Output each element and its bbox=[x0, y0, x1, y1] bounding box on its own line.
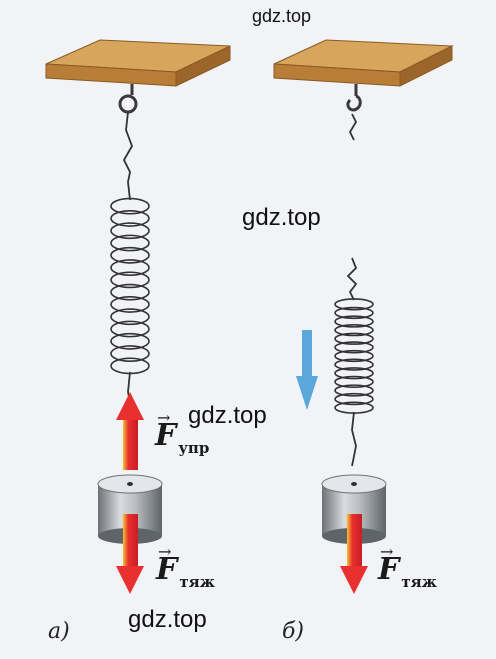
wire-top-b bbox=[348, 113, 358, 141]
hook-b bbox=[346, 84, 362, 112]
wire-top-a bbox=[122, 111, 133, 201]
force-symbol: F bbox=[378, 552, 400, 587]
spring-coil bbox=[334, 332, 374, 345]
spring-coil bbox=[334, 315, 374, 328]
board-a bbox=[45, 39, 231, 87]
spring-coil bbox=[110, 246, 150, 264]
spring-coil bbox=[334, 358, 374, 371]
spring-coil bbox=[334, 384, 374, 397]
spring-coil bbox=[334, 349, 374, 363]
spring-coil bbox=[110, 296, 150, 313]
force-up-arrow-a bbox=[116, 392, 144, 470]
force-subscript: тяж bbox=[401, 573, 437, 591]
watermark-middle: gdz.top bbox=[242, 204, 321, 231]
wire-bottom-b bbox=[351, 411, 357, 467]
spring-coil bbox=[110, 234, 150, 252]
spring-coil bbox=[110, 345, 150, 362]
force-symbol: F bbox=[156, 552, 178, 587]
spring-coil bbox=[334, 367, 374, 380]
spring-coil bbox=[334, 324, 374, 337]
watermark-top: gdz.top bbox=[252, 6, 312, 26]
spring-coil bbox=[334, 341, 374, 354]
stretch-direction-arrow bbox=[296, 330, 318, 410]
hook-a bbox=[118, 84, 138, 114]
spring-coil bbox=[110, 283, 150, 301]
spring-a bbox=[110, 197, 150, 375]
force-down-arrow-a bbox=[116, 514, 144, 594]
spring-coil bbox=[110, 197, 150, 215]
spring-coil bbox=[110, 222, 150, 240]
caption-a: а) bbox=[48, 619, 70, 644]
spring-coil bbox=[334, 392, 374, 406]
force-subscript: упр bbox=[178, 439, 210, 457]
spring-coil bbox=[334, 298, 374, 311]
spring-coil bbox=[110, 320, 150, 338]
spring-coil bbox=[334, 375, 374, 388]
caption-b: б) bbox=[282, 619, 305, 644]
board-b bbox=[273, 39, 454, 87]
force-down-arrow-b bbox=[340, 514, 368, 594]
force-subscript: тяж bbox=[179, 573, 215, 591]
spring-coil bbox=[110, 259, 150, 276]
watermark-left: gdz.top bbox=[188, 402, 267, 429]
spring-coil bbox=[110, 210, 150, 227]
spring-coil bbox=[110, 271, 150, 289]
wire-loose-b bbox=[346, 257, 358, 301]
spring-coil bbox=[110, 332, 150, 350]
watermark-bottom: gdz.top bbox=[128, 606, 207, 633]
weight-a bbox=[97, 474, 163, 544]
spring-coil bbox=[334, 306, 374, 320]
spring-coil bbox=[110, 308, 150, 326]
spring-b bbox=[334, 298, 374, 414]
force-symbol: F bbox=[155, 418, 177, 453]
